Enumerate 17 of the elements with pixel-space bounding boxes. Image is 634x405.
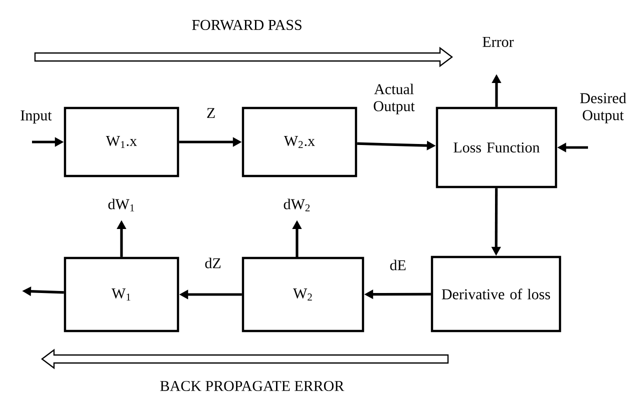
process-box: Derivative of loss bbox=[430, 256, 562, 332]
edge-label: dW$_{1}$ bbox=[108, 198, 134, 212]
process-box: Loss Function bbox=[436, 106, 558, 188]
edge-label: dZ bbox=[205, 258, 221, 268]
edge-label: Z bbox=[207, 108, 215, 118]
edge-label: dW$_{2}$ bbox=[284, 198, 310, 212]
direction-label: FORWARD PASS bbox=[192, 20, 302, 30]
edge-label: Input bbox=[20, 110, 52, 124]
process-box: W$_{2}$ bbox=[242, 256, 364, 332]
process-box: W$_{1}$ bbox=[64, 256, 180, 332]
edge-label: dE bbox=[390, 260, 406, 270]
direction-label: BACK PROPAGATE ERROR bbox=[160, 380, 344, 392]
process-box: W$_{2}$.x bbox=[242, 106, 358, 178]
edge-label: Actual Output bbox=[374, 84, 415, 114]
process-box: W$_{1}$.x bbox=[64, 106, 180, 178]
edge-label: Desired Output bbox=[580, 92, 626, 124]
edge-label: Error bbox=[482, 37, 514, 47]
